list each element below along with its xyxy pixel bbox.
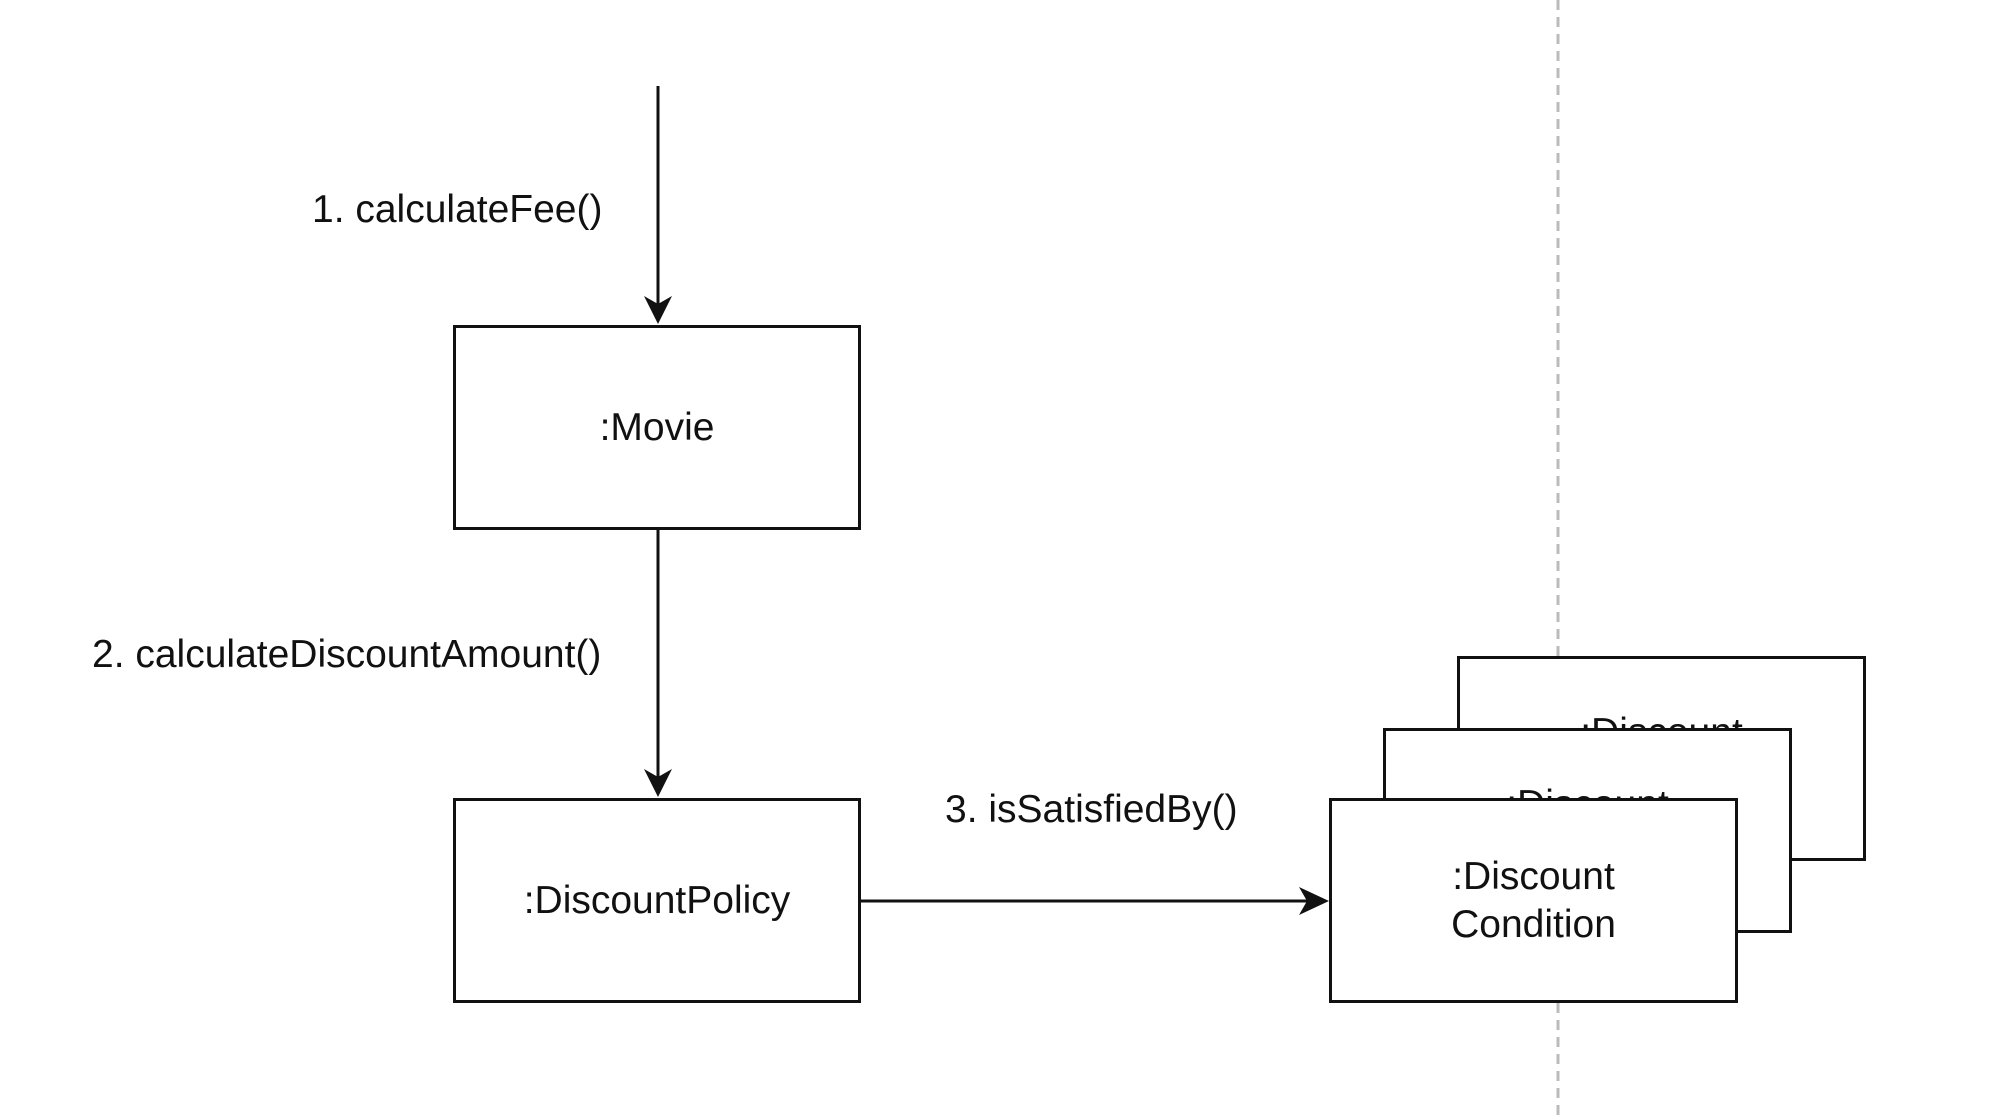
message-label-calculate-fee: 1. calculateFee() bbox=[312, 188, 603, 231]
message-label-calculate-discount-amount: 2. calculateDiscountAmount() bbox=[92, 633, 602, 676]
arrow-is-satisfied-by bbox=[861, 887, 1329, 915]
object-discount-condition-label-line2: Condition bbox=[1451, 902, 1616, 946]
object-discount-condition-label-line1: :Discount bbox=[1452, 854, 1615, 898]
object-discount-policy-label: :DiscountPolicy bbox=[523, 878, 791, 922]
object-movie-label: :Movie bbox=[599, 405, 715, 449]
object-movie[interactable]: :Movie bbox=[453, 325, 861, 530]
arrow-calculate-discount-amount bbox=[644, 528, 672, 797]
arrow-calculate-fee bbox=[644, 86, 672, 324]
object-discount-policy[interactable]: :DiscountPolicy bbox=[453, 798, 861, 1003]
message-label-is-satisfied-by: 3. isSatisfiedBy() bbox=[945, 788, 1238, 831]
object-discount-condition[interactable]: :Discount Condition bbox=[1329, 798, 1738, 1003]
